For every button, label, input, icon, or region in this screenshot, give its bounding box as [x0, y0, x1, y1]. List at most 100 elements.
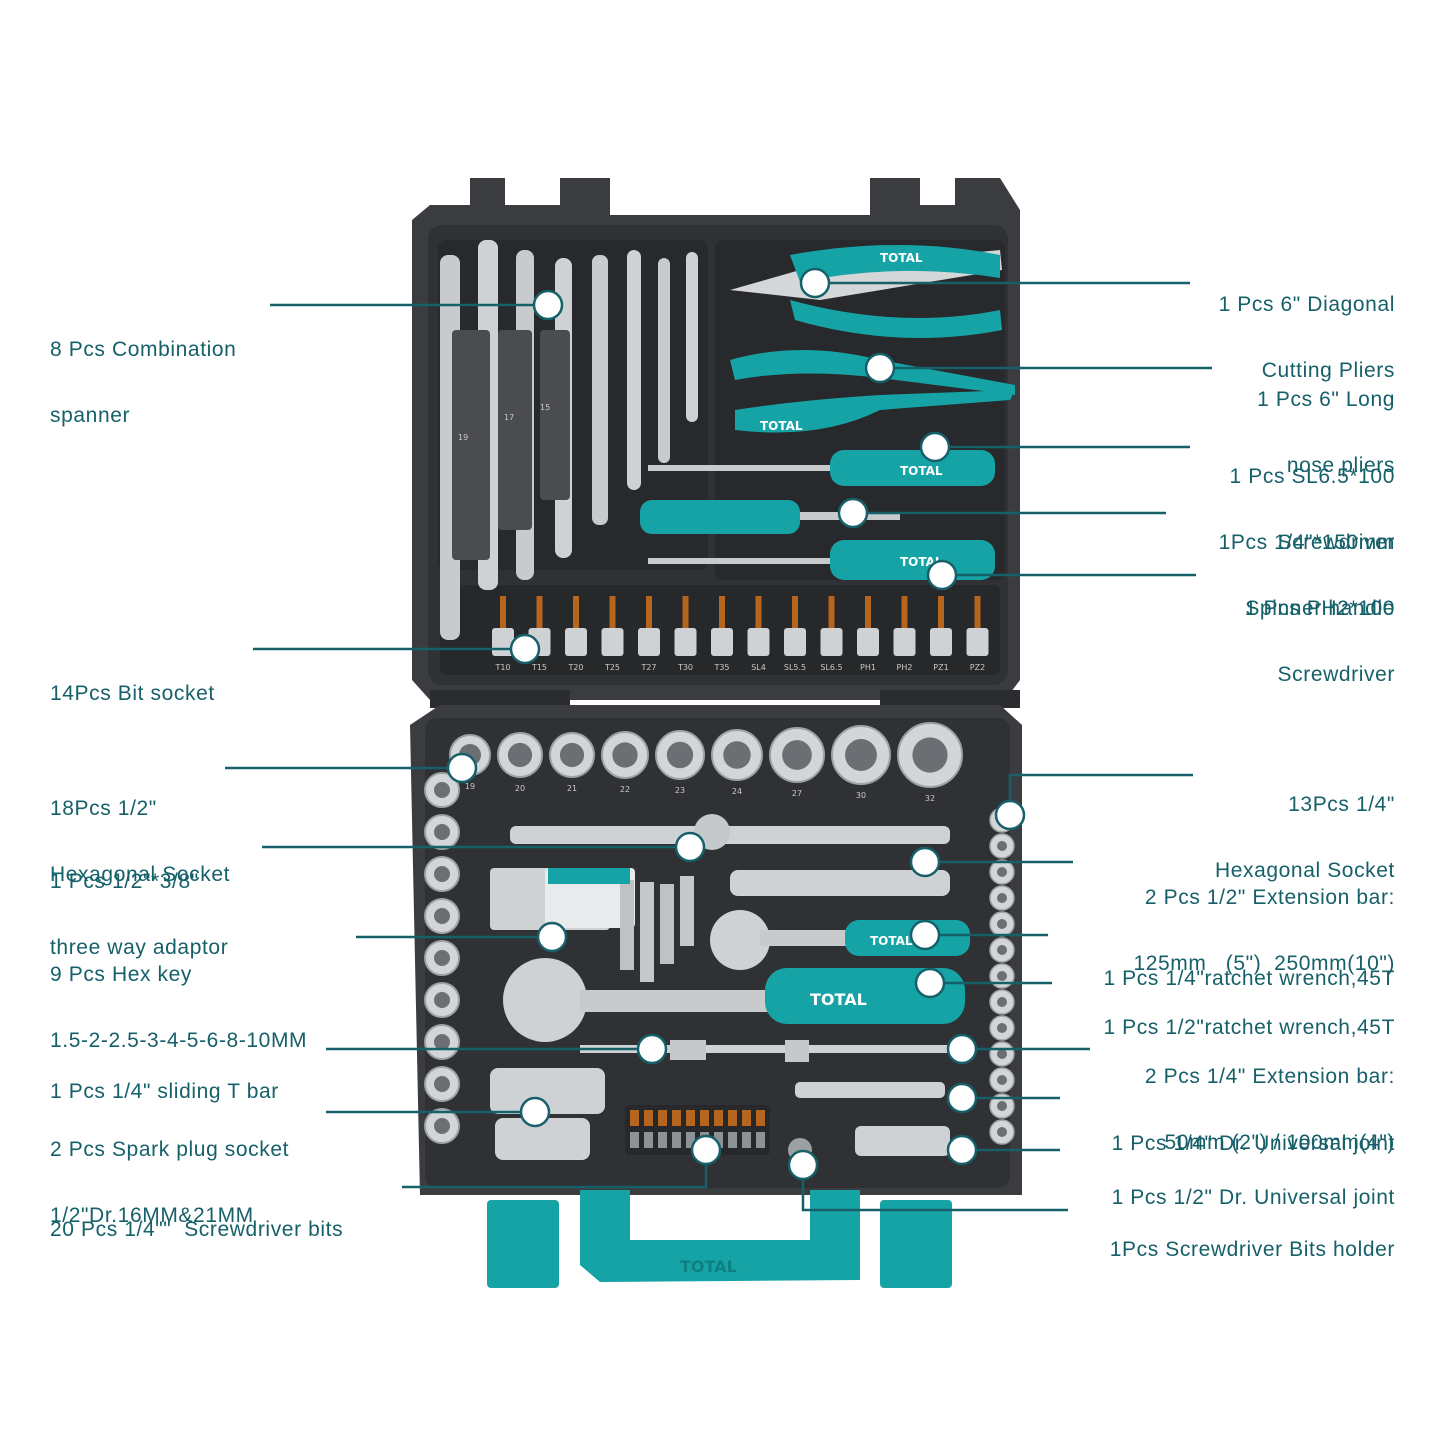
svg-text:TOTAL: TOTAL	[760, 419, 803, 433]
callout-line: Hexagonal Socket	[50, 863, 231, 886]
screwdriver-bit	[756, 1132, 765, 1148]
screwdriver-bit	[672, 1110, 681, 1126]
callout-hex-key: 9 Pcs Hex key 1.5-2-2.5-3-4-5-6-8-10MM	[50, 920, 307, 1096]
bit-socket	[601, 628, 624, 656]
callout-line: 9 Pcs Hex key	[50, 963, 193, 986]
screwdriver-bit	[742, 1110, 751, 1126]
bit-socket-label: SL5.5	[784, 663, 806, 672]
socket-bore	[997, 867, 1007, 877]
callout-dot	[909, 919, 941, 951]
bit-socket-label: PZ2	[970, 663, 985, 672]
socket-bore	[997, 1023, 1007, 1033]
bit-socket-label: PH1	[860, 663, 876, 672]
bit-tip	[573, 596, 579, 628]
callout-line: 1/2"Dr.16MM&21MM	[50, 1204, 254, 1227]
spanner-size: 15	[540, 403, 550, 412]
callout-line: 1 Pcs 1/2" Dr. Universal joint	[1111, 1186, 1395, 1209]
callout-line: 13Pcs 1/4"	[1288, 793, 1395, 816]
callout-line: 2 Pcs 1/2" Extension bar:	[1144, 886, 1395, 909]
callout-line: 125mm (5") 250mm(10")	[1133, 952, 1395, 975]
bit-socket	[857, 628, 879, 656]
callout-dot	[519, 1096, 551, 1128]
spanner-size: 17	[504, 413, 514, 422]
screwdriver-bit	[728, 1110, 737, 1126]
callout-spinner-handle: 1Pcs 1/4"*150mm Spinner handle	[1219, 488, 1395, 664]
bit-socket-label: T30	[677, 663, 693, 672]
callout-line: 1 Pcs 1/4" Dr. Universal joint	[1111, 1132, 1395, 1155]
bit-socket-label: T15	[531, 663, 547, 672]
callout-line: 1 Pcs 1/2"*3/8"	[50, 870, 199, 893]
socket-bore	[997, 1049, 1007, 1059]
screwdriver-bit	[658, 1132, 667, 1148]
callout-dot	[946, 1134, 978, 1166]
socket-bore	[997, 1101, 1007, 1111]
bit-socket	[674, 628, 697, 656]
diagonal-pliers: TOTAL	[730, 245, 1002, 338]
svg-text:TOTAL: TOTAL	[810, 990, 867, 1009]
callout-dot	[674, 831, 706, 863]
callout-dots	[446, 267, 1026, 1181]
svg-text:TOTAL: TOTAL	[880, 251, 923, 265]
bit-socket-label: PZ1	[933, 663, 948, 672]
bit-tip	[901, 596, 908, 628]
screwdriver-bit	[630, 1132, 639, 1148]
callout-extension-bar-quarter: 2 Pcs 1/4" Extension bar: 50mm (2") / 10…	[1145, 1022, 1395, 1198]
callout-line: nose pliers	[1286, 454, 1395, 477]
screwdriver-bit	[658, 1110, 667, 1126]
callout-dot	[837, 497, 869, 529]
socket-bore	[434, 824, 450, 840]
socket-bore	[723, 741, 751, 769]
socket-bore	[997, 841, 1007, 851]
screwdriver-bit	[714, 1110, 723, 1126]
callout-line: 1 Pcs 6" Long	[1257, 388, 1395, 411]
callout-line: 1 Pcs 6" Diagonal	[1218, 293, 1395, 316]
callout-dot	[926, 559, 958, 591]
bit-socket	[638, 628, 660, 656]
callout-line: Screwdriver	[1277, 531, 1395, 554]
callout-line: 18Pcs 1/2"	[50, 797, 157, 820]
socket-bore	[997, 1127, 1007, 1137]
callout-line: 1 Pcs 1/4" sliding T bar	[50, 1080, 279, 1103]
callout-dot	[636, 1033, 668, 1065]
callout-line: 1 Pcs 1/2"ratchet wrench,45T	[1103, 1016, 1395, 1039]
callout-hex-socket-half: 18Pcs 1/2" Hexagonal Socket	[50, 754, 230, 930]
socket-bore	[434, 992, 450, 1008]
callout-bits-holder: 1Pcs Screwdriver Bits holder	[1110, 1195, 1395, 1305]
callout-spark-plug-socket: 2 Pcs Spark plug socket 1/2"Dr.16MM&21MM	[50, 1095, 289, 1271]
bit-tip	[938, 596, 944, 628]
callout-line: Cutting Pliers	[1261, 359, 1395, 382]
universal-joints	[795, 1082, 950, 1156]
bit-tip	[828, 596, 835, 628]
callout-universal-joint-half: 1 Pcs 1/2" Dr. Universal joint	[1112, 1143, 1395, 1253]
callout-line: 1Pcs Screwdriver Bits holder	[1109, 1238, 1395, 1261]
callout-combination-spanner: 8 Pcs Combination spanner	[50, 295, 236, 471]
socket-bore	[666, 741, 694, 769]
socket-size: 20	[515, 784, 525, 793]
screwdriver-bit	[756, 1110, 765, 1126]
callout-dot	[914, 967, 946, 999]
bit-socket	[930, 628, 952, 656]
screwdriver-bit	[644, 1132, 653, 1148]
callout-dot	[864, 352, 896, 384]
callout-line: 14Pcs Bit socket	[50, 682, 215, 705]
svg-text:TOTAL: TOTAL	[870, 934, 913, 948]
bit-socket	[893, 628, 916, 656]
socket-size: 22	[620, 785, 630, 794]
callout-line: 2 Pcs Spark plug socket	[50, 1138, 290, 1161]
bit-tip	[609, 596, 616, 628]
bit-socket-label: T35	[713, 663, 729, 672]
socket-bore	[434, 950, 450, 966]
callout-long-nose-pliers: 1 Pcs 6" Long nose pliers	[1257, 345, 1395, 521]
socket-bore	[434, 782, 450, 798]
callout-three-way-adaptor: 1 Pcs 1/2"*3/8" three way adaptor	[50, 827, 228, 1003]
socket-size: 23	[675, 786, 685, 795]
socket-bore	[434, 908, 450, 924]
callout-line: 1 Pcs SL6.5*100	[1229, 465, 1395, 488]
callout-dot	[994, 799, 1026, 831]
case-hinges	[430, 690, 1020, 708]
callout-line: 1Pcs 1/4"*150mm	[1218, 531, 1395, 554]
socket-size: 32	[925, 794, 935, 803]
bit-tip	[755, 596, 762, 628]
screwdriver-bit	[630, 1110, 639, 1126]
